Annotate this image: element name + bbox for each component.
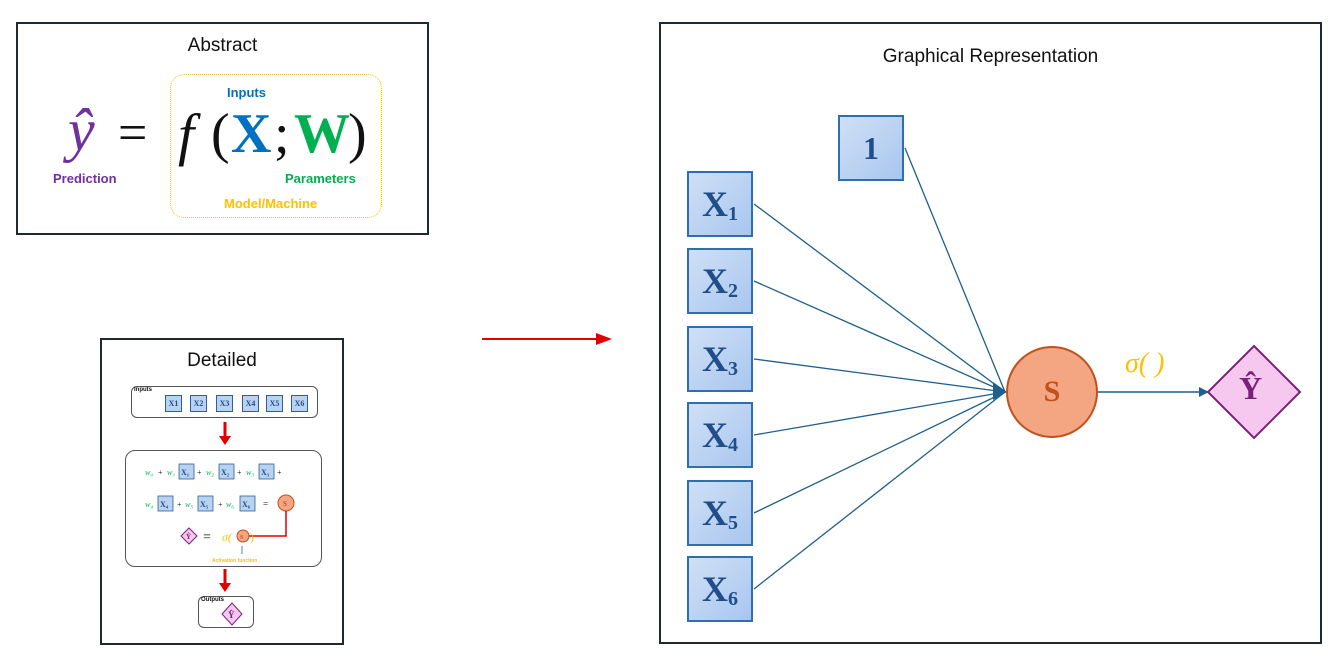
mini-x-box bbox=[178, 463, 195, 480]
mini-x-label: X₂ bbox=[221, 468, 230, 477]
mini-plus: + bbox=[277, 468, 282, 477]
mini-weight-w1: w₁ bbox=[167, 468, 175, 477]
equals-sign: = bbox=[118, 105, 148, 162]
detailed-panel: Detailed Inputs X1 X2 X3 X4 X5 X6 w₀ + w… bbox=[100, 338, 344, 645]
output-label: Ŷ bbox=[1239, 370, 1263, 406]
close-paren: ) bbox=[348, 103, 367, 165]
mini-sigma: σ( bbox=[222, 530, 233, 544]
model-machine-label: Model/Machine bbox=[224, 196, 318, 211]
mini-weight-w0: w₀ bbox=[145, 468, 153, 477]
edge-x3-to-sum bbox=[753, 358, 1006, 393]
edge-x2-to-sum bbox=[753, 280, 1006, 393]
edge-x1-to-sum bbox=[753, 203, 1006, 393]
mini-inputs-container bbox=[131, 386, 318, 418]
mini-inputs-label: Inputs bbox=[134, 387, 152, 393]
mini-yhat-label: Ŷ bbox=[186, 533, 191, 541]
mini-down-arrow-2 bbox=[219, 569, 231, 592]
mini-input-box: X3 bbox=[216, 395, 233, 412]
w-param-symbol: W bbox=[294, 103, 350, 165]
mini-x-box bbox=[157, 495, 174, 512]
mini-weight-w3: w₃ bbox=[246, 468, 254, 477]
mini-down-arrow-1 bbox=[219, 422, 231, 445]
panel-link-arrow bbox=[482, 333, 612, 345]
mini-activation-sum-label: S bbox=[240, 535, 244, 541]
activation-label: σ( ) bbox=[1125, 348, 1165, 379]
function-f: f bbox=[178, 102, 195, 167]
mini-computation-svg: w₀ + w₁ X₁ + w₂ X₂ + w₃ X₃ + w₄ X₄ + w₅ … bbox=[145, 463, 295, 564]
mini-x-label: X₃ bbox=[261, 468, 270, 477]
semicolon: ; bbox=[274, 103, 290, 165]
svg-text:Ŷ: Ŷ bbox=[228, 610, 235, 620]
model-machine-box bbox=[170, 74, 382, 218]
mini-x-label: X₄ bbox=[160, 500, 169, 509]
x-input-symbol: X bbox=[231, 103, 272, 165]
mini-input-box: X2 bbox=[190, 395, 207, 412]
mini-plus: + bbox=[158, 468, 163, 477]
mini-plus: + bbox=[177, 500, 182, 509]
open-paren: ( bbox=[211, 103, 230, 165]
abstract-title: Abstract bbox=[187, 35, 258, 56]
mini-activation-label: Activation function bbox=[212, 558, 257, 564]
sum-node: S bbox=[1006, 346, 1098, 438]
mini-plus: + bbox=[237, 468, 242, 477]
mini-equals: = bbox=[203, 530, 211, 545]
mini-x-box bbox=[258, 463, 275, 480]
prediction-label: Prediction bbox=[53, 171, 117, 186]
mini-sum-label: S bbox=[283, 500, 287, 508]
mini-weight-w4: w₄ bbox=[145, 500, 153, 509]
mini-x-label: X₁ bbox=[181, 468, 190, 477]
sum-node-label: S bbox=[1043, 375, 1061, 408]
mini-activation-sum-node bbox=[236, 529, 250, 543]
mini-output-diamond: Ŷ bbox=[221, 602, 243, 626]
mini-input-box: X4 bbox=[242, 395, 259, 412]
y-hat-symbol: ŷ bbox=[68, 97, 95, 163]
mini-weight-w6: w₆ bbox=[226, 500, 234, 509]
mini-x-label: X₅ bbox=[200, 500, 209, 509]
edge-x6-to-sum bbox=[753, 391, 1006, 590]
mini-plus: + bbox=[218, 500, 223, 509]
mini-x-label: X₆ bbox=[242, 500, 251, 509]
mini-sum-connector bbox=[249, 511, 287, 537]
edges-arrowhead bbox=[993, 382, 1007, 400]
mini-weight-w2: w₂ bbox=[206, 468, 214, 477]
mini-x-box bbox=[218, 463, 235, 480]
mini-equals: = bbox=[263, 499, 268, 509]
graph-title: Graphical Representation bbox=[882, 46, 1099, 67]
output-diamond bbox=[1206, 344, 1302, 440]
edge-x4-to-sum bbox=[753, 391, 1006, 436]
mini-input-box: X6 bbox=[291, 395, 308, 412]
mini-x-box bbox=[239, 495, 256, 512]
parameters-label: Parameters bbox=[285, 171, 356, 186]
inputs-label: Inputs bbox=[227, 85, 266, 100]
mini-close-paren: ) bbox=[250, 530, 254, 544]
edge-x5-to-sum bbox=[753, 391, 1006, 514]
abstract-panel: Abstract ŷ = f ( X ; W ) Inputs Predicti… bbox=[16, 22, 429, 235]
mini-outputs-label: Outputs bbox=[201, 597, 224, 603]
mini-input-box: X1 bbox=[165, 395, 182, 412]
mini-x-box bbox=[197, 495, 214, 512]
graph-edges bbox=[753, 147, 1302, 590]
bias-node: 1 bbox=[838, 115, 904, 181]
mini-input-box: X5 bbox=[266, 395, 283, 412]
mini-plus: + bbox=[197, 468, 202, 477]
edge-bias-to-sum bbox=[904, 147, 1006, 393]
mini-yhat-diamond bbox=[180, 527, 198, 545]
mini-outputs-container bbox=[198, 596, 254, 628]
detailed-title: Detailed bbox=[187, 350, 257, 371]
mini-weight-w5: w₅ bbox=[185, 500, 193, 509]
